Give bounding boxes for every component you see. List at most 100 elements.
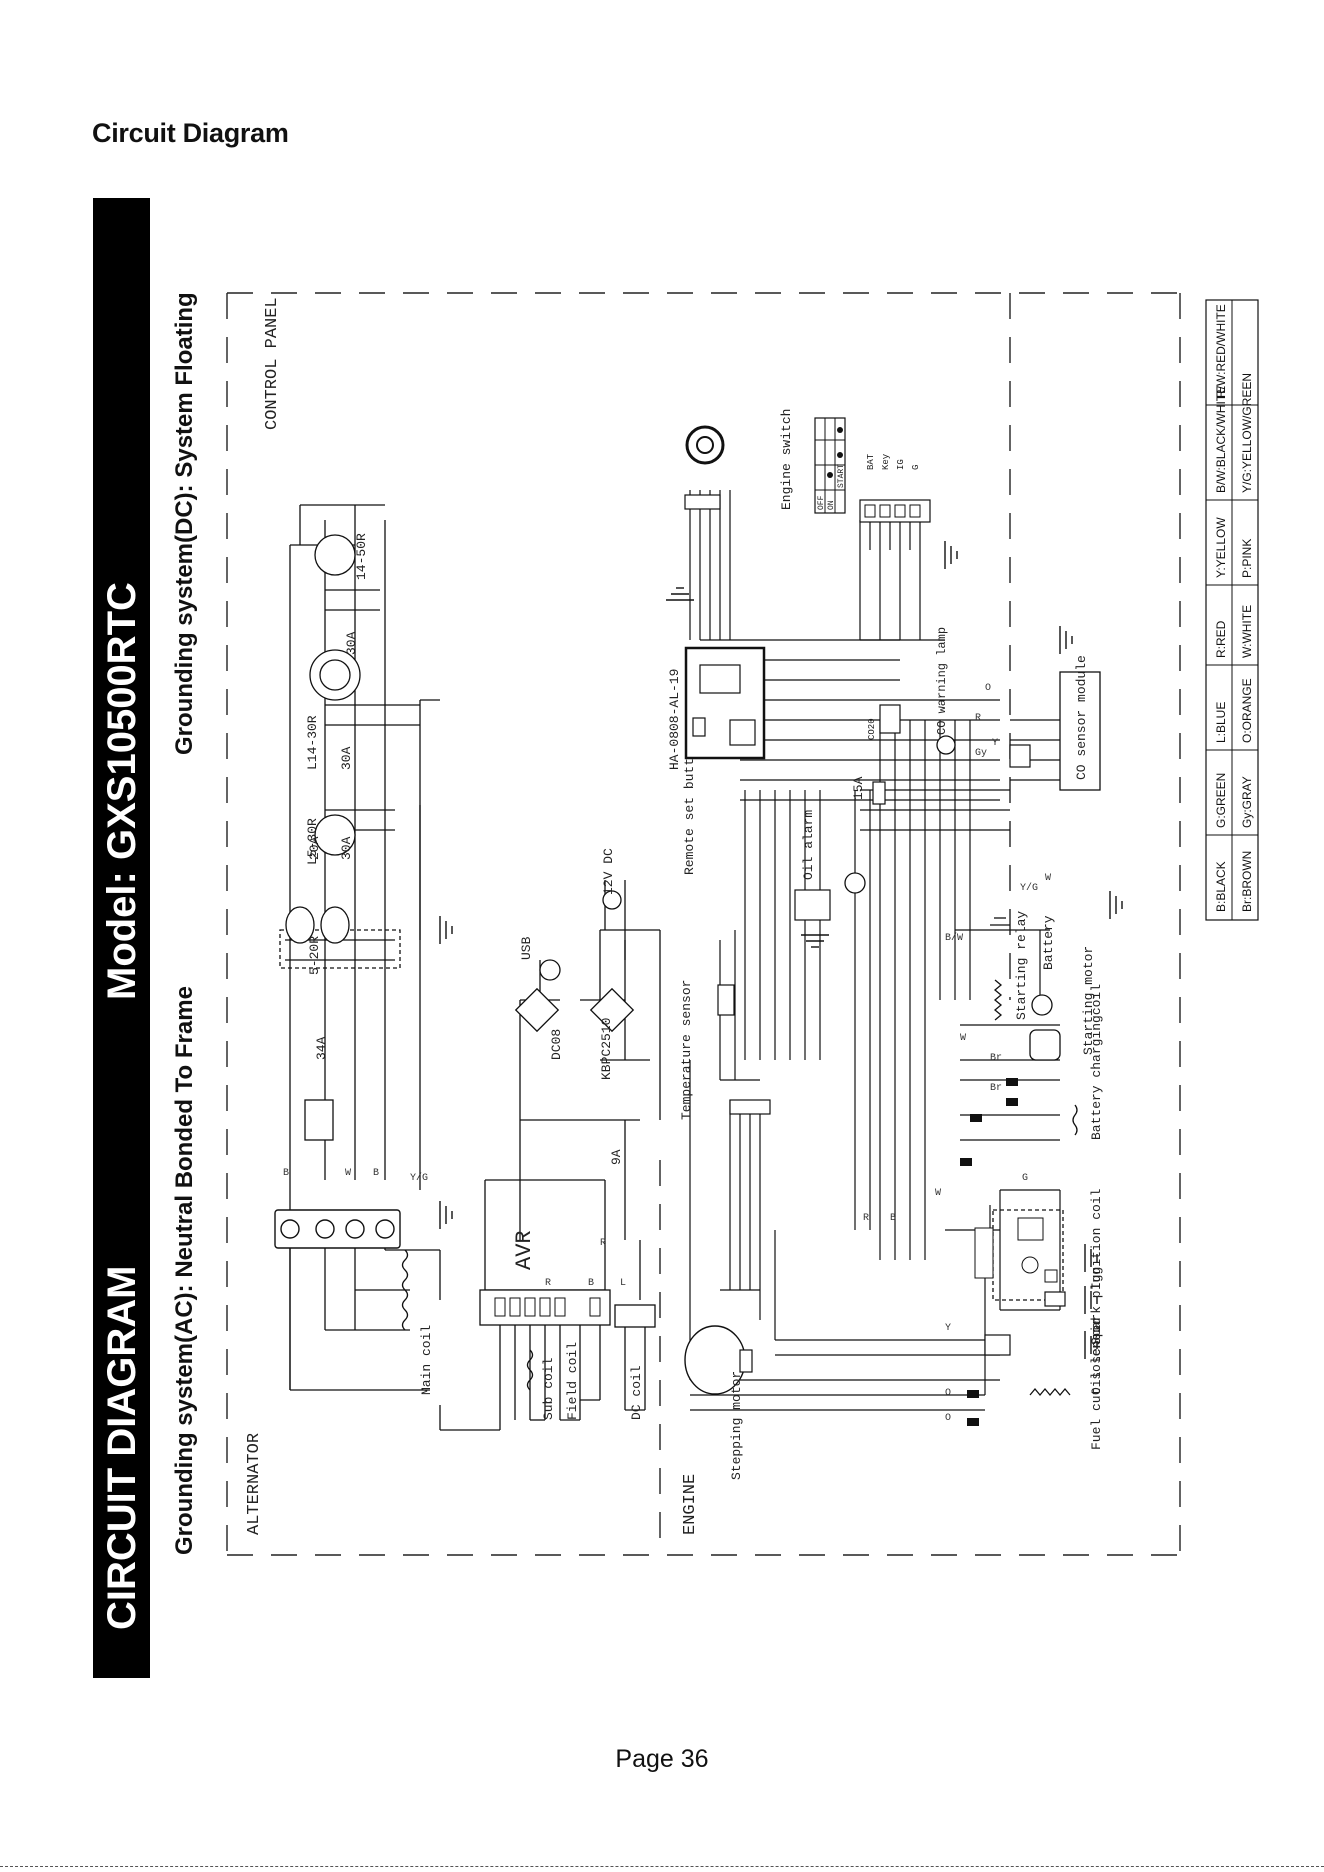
battery-charging-coil-symbol [1072, 1104, 1078, 1136]
svg-text:B: B [588, 1278, 594, 1289]
engine-switch-table: OFF ON START [814, 417, 846, 514]
svg-text:ON: ON [827, 500, 836, 510]
label-co20: CO20 [867, 718, 877, 740]
svg-text:O: O [945, 1413, 951, 1424]
title-banner [93, 198, 150, 1678]
svg-text:IG: IG [896, 459, 906, 470]
svg-text:Key: Key [881, 453, 891, 470]
svg-text:R: R [545, 1278, 551, 1289]
svg-text:B: B [373, 1168, 379, 1179]
svg-text:L: L [620, 1278, 626, 1289]
svg-text:G:GREEN: G:GREEN [1214, 773, 1228, 828]
label-spark-plug: Spark plug [1089, 1267, 1104, 1345]
wire-labels: B W B Y/G R B L G R B W Y O O Br Br W B/… [283, 683, 1051, 1424]
ignition-module [974, 1209, 1064, 1301]
label-stepping-motor: Stepping motor [729, 1371, 744, 1480]
engine-switch-terminals: BAT Key IG G [859, 453, 931, 523]
grounding-ac: Grounding system(AC): Neutral Bonded To … [171, 986, 198, 1555]
avr-block [479, 1289, 611, 1326]
svg-text:O: O [985, 683, 991, 694]
grounding-dc: Grounding system(DC): System Floating [171, 292, 198, 755]
svg-text:Y: Y [992, 738, 998, 749]
label-fuse-9a: 9A [609, 1149, 624, 1165]
breaker-34a-symbol [279, 929, 401, 1141]
oil-alarm-symbol [794, 889, 831, 921]
label-outlet-14-50r: 14-50R [354, 533, 369, 580]
label-battery-charging-coil: Battery chargingcoil [1089, 984, 1104, 1140]
label-breaker-20a: 20A [307, 836, 322, 860]
co-sensor-connector [1009, 744, 1031, 768]
fuse-15a-symbol [872, 781, 886, 805]
label-battery: Battery [1041, 915, 1056, 970]
terminal-block [274, 1209, 401, 1249]
led-symbol [844, 872, 866, 894]
svg-text:B: B [283, 1168, 289, 1179]
label-dc08: DC08 [549, 1029, 564, 1060]
svg-text:B: B [890, 1213, 896, 1224]
sub-coil-symbol [526, 1349, 534, 1391]
co-sensor-module-block [1059, 671, 1101, 791]
label-outlet-l14-30r: L14-30R [305, 715, 320, 770]
svg-text:P:PINK: P:PINK [1240, 539, 1254, 578]
label-remote-set-button: Remote set button [682, 742, 697, 875]
inline-connectors [960, 1078, 1018, 1426]
svg-text:Gy:GRAY: Gy:GRAY [1240, 776, 1254, 828]
label-breaker-30a-1: 30A [339, 836, 354, 860]
section-control-panel: CONTROL PANEL [263, 297, 282, 430]
svg-text:BAT: BAT [866, 453, 876, 470]
fuel-cut-solenoid-symbol [1029, 1387, 1071, 1397]
starting-circuit [990, 917, 1061, 1061]
temperature-sensor-symbol [717, 984, 735, 1016]
svg-text:OFF: OFF [817, 495, 826, 510]
svg-text:B:BLACK: B:BLACK [1214, 861, 1228, 912]
banner-title: CIRCUIT DIAGRAM [100, 1266, 144, 1630]
svg-text:W: W [1045, 873, 1051, 884]
label-fuel-cut-solenoid: Fuel cut solenoid [1089, 1317, 1104, 1450]
label-temperature-sensor: Temperature sensor [679, 980, 694, 1120]
label-field-coil: Field coil [565, 1342, 580, 1420]
label-usb: USB [519, 936, 534, 960]
svg-text:Gy: Gy [975, 748, 987, 759]
svg-text:B/W:BLACK/WHITE: B/W:BLACK/WHITE [1214, 386, 1228, 493]
stepping-motor-connector [739, 1349, 753, 1373]
antenna-connector [684, 494, 721, 510]
label-co-sensor-module: CO sensor module [1074, 655, 1089, 780]
label-breaker-30a-2: 30A [339, 746, 354, 770]
svg-text:R: R [600, 1238, 606, 1249]
alternator-wiring [285, 504, 661, 1431]
svg-text:START: START [837, 464, 846, 488]
label-kbpc2510: KBPC2510 [599, 1018, 614, 1080]
svg-text:Y/G:YELLOW/GREEN: Y/G:YELLOW/GREEN [1240, 373, 1254, 493]
label-avr: AVR [512, 1230, 537, 1270]
remote-antenna-center [696, 436, 714, 454]
svg-text:R: R [863, 1213, 869, 1224]
label-ignition-coil: Ignition coil [1089, 1188, 1104, 1290]
svg-text:L:BLUE: L:BLUE [1214, 702, 1228, 743]
label-oil-sensor: Oil sensor [1089, 1317, 1104, 1395]
svg-text:Y/G: Y/G [410, 1172, 428, 1184]
outlet-symbols [285, 534, 361, 944]
svg-text:O:ORANGE: O:ORANGE [1240, 678, 1254, 743]
page-heading: Circuit Diagram [92, 118, 289, 148]
label-fuse-15a: 15A [851, 776, 866, 800]
svg-text:Br: Br [990, 1083, 1002, 1094]
svg-text:W:WHITE: W:WHITE [1240, 605, 1254, 658]
label-dc-coil: DC coil [629, 1365, 644, 1420]
svg-text:O: O [945, 1388, 951, 1399]
label-breaker-30a-3: 30A [344, 631, 359, 655]
co-warning-lamp-symbol [936, 735, 956, 755]
section-alternator: ALTERNATOR [245, 1433, 264, 1535]
label-co-warning-lamp: CO warning lamp [935, 627, 949, 735]
svg-text:W: W [935, 1188, 941, 1199]
label-outlet-l5-30r: L5-30R [305, 818, 320, 865]
svg-text:R:RED: R:RED [1214, 620, 1228, 658]
label-sub-coil: Sub coil [541, 1357, 556, 1420]
ground-symbols [439, 541, 1123, 1359]
svg-text:W: W [345, 1168, 351, 1179]
spark-plug-symbol [1044, 1291, 1066, 1307]
label-starting-relay: Starting relay [1014, 911, 1029, 1020]
banner-model: Model: GXS10500RTC [100, 582, 144, 1000]
ha-module-block [684, 646, 766, 760]
svg-text:Y:YELLOW: Y:YELLOW [1214, 517, 1228, 578]
diagram-boundary [226, 292, 1181, 1556]
